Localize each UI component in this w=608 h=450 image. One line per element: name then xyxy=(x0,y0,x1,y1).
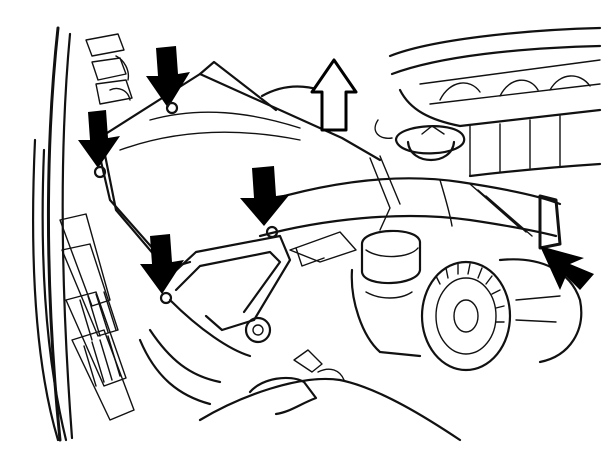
down-arrow-1 xyxy=(146,46,190,108)
diagonal-arrow xyxy=(540,246,594,290)
oil-filler-cap xyxy=(374,119,466,162)
intake-duct xyxy=(248,155,562,250)
down-arrow-3 xyxy=(240,166,290,226)
down-arrow-4 xyxy=(140,234,184,294)
fender-components xyxy=(85,33,133,105)
mounting-bracket xyxy=(168,231,357,358)
air-cleaner-housing xyxy=(94,60,382,278)
coolant-reservoir xyxy=(350,229,422,358)
lift-arrow xyxy=(310,58,358,132)
indicator-arrows xyxy=(78,46,594,305)
down-arrow-2 xyxy=(78,110,120,168)
fender-and-grille xyxy=(32,26,135,442)
lower-foreground xyxy=(138,328,462,442)
engine-intake-manifold xyxy=(260,26,602,178)
alternator-pulley xyxy=(420,258,583,372)
